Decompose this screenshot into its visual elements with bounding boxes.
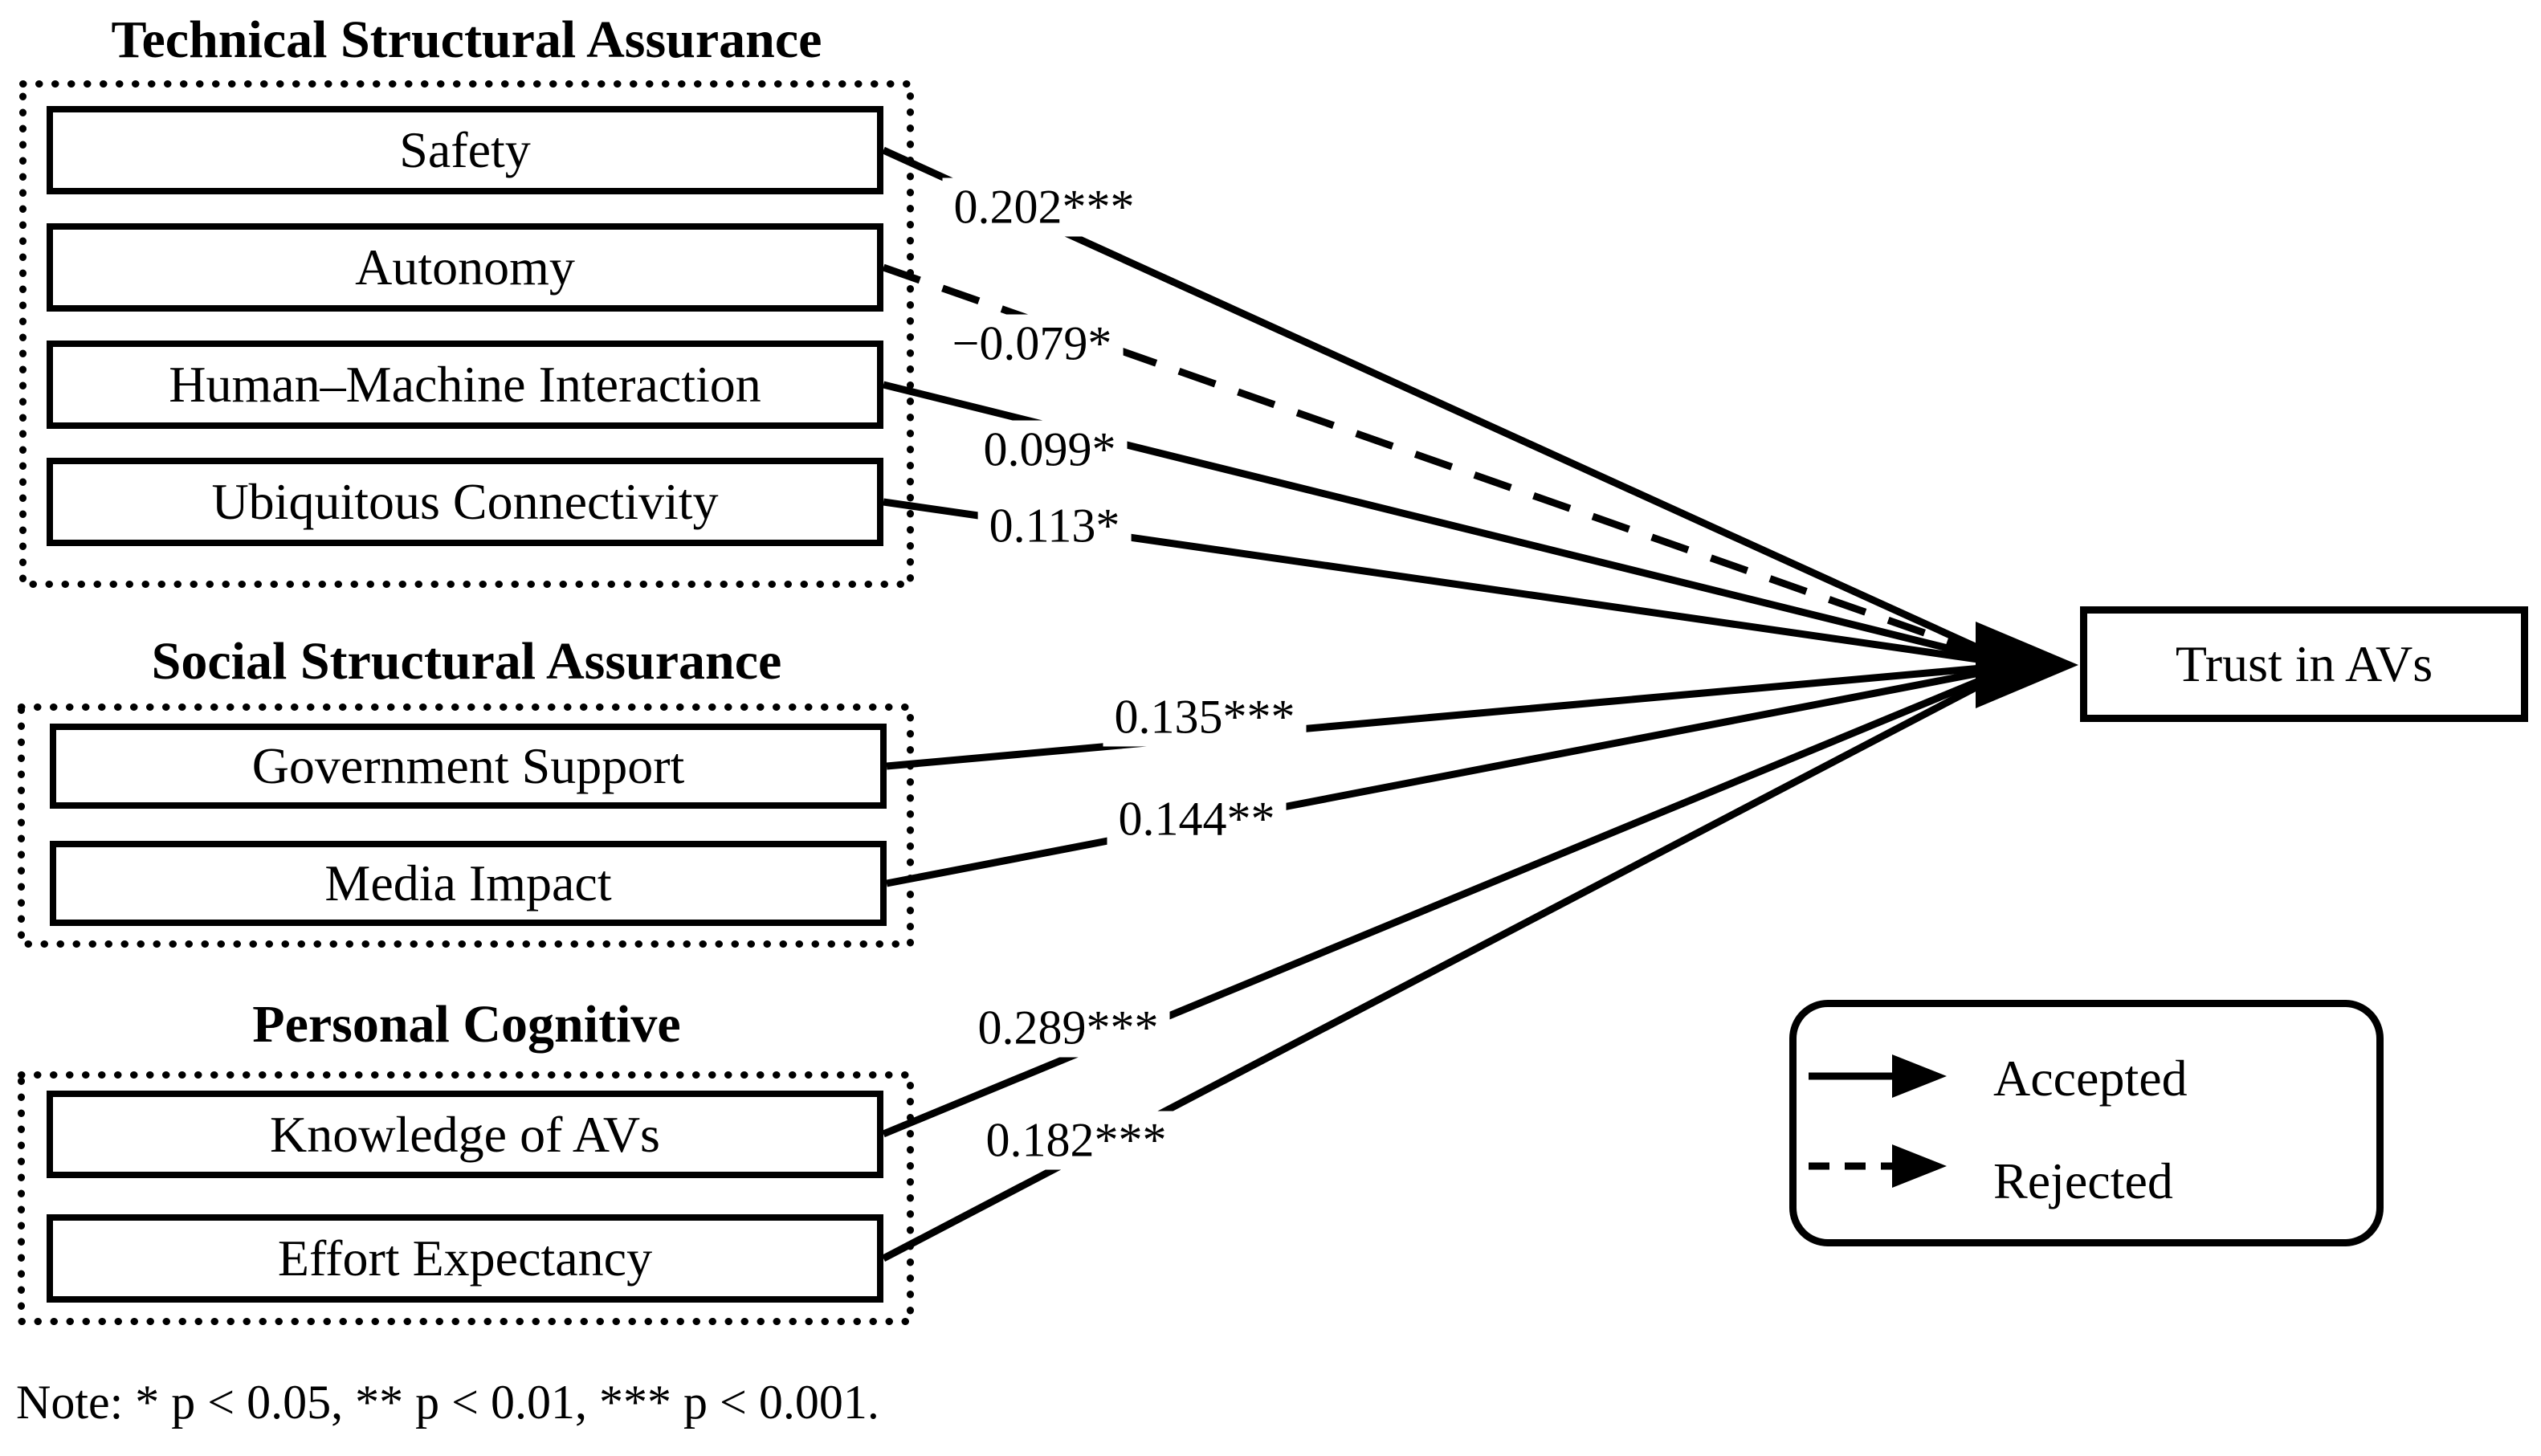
node-trust-in-avs-label: Trust in AVs xyxy=(2175,635,2433,692)
node-knowledge-of-avs: Knowledge of AVs xyxy=(47,1091,883,1178)
node-media-impact-label: Media Impact xyxy=(324,854,612,912)
node-effort-expectancy-label: Effort Expectancy xyxy=(277,1230,653,1287)
dotted-border-social xyxy=(18,704,914,948)
node-autonomy: Autonomy xyxy=(47,223,883,312)
node-human-machine-interaction-label: Human–Machine Interaction xyxy=(169,356,761,413)
node-safety: Safety xyxy=(47,106,883,194)
path-line-media-impact xyxy=(886,662,2018,887)
legend-rejected-label: Rejected xyxy=(1993,1152,2173,1209)
arrowhead-icon xyxy=(1976,622,2078,708)
coefficient-label-effort-expectancy: 0.182*** xyxy=(974,1111,1178,1170)
coefficient-label-knowledge-of-avs: 0.289*** xyxy=(966,998,1170,1058)
node-knowledge-of-avs-label: Knowledge of AVs xyxy=(270,1105,660,1163)
dotted-border-personal xyxy=(18,1071,914,1325)
path-line-government-support xyxy=(886,661,2018,770)
legend: Accepted Rejected xyxy=(1789,1000,2384,1246)
legend-solid-arrowhead-icon xyxy=(1892,1054,1947,1098)
legend-dashed-arrowhead-icon xyxy=(1892,1144,1947,1188)
node-ubiquitous-connectivity: Ubiquitous Connectivity xyxy=(47,458,883,546)
group-title-technical: Technical Structural Assurance xyxy=(111,10,822,69)
coefficient-label-ubiquitous-connectivity: 0.113* xyxy=(977,496,1132,556)
coefficient-label-autonomy: −0.079* xyxy=(940,314,1124,373)
node-safety-label: Safety xyxy=(399,121,531,178)
legend-accepted-label: Accepted xyxy=(1993,1050,2188,1107)
node-human-machine-interaction: Human–Machine Interaction xyxy=(47,341,883,429)
group-title-personal: Personal Cognitive xyxy=(252,995,681,1054)
node-trust-in-avs: Trust in AVs xyxy=(2080,606,2528,722)
coefficient-label-government-support: 0.135*** xyxy=(1103,687,1307,747)
dotted-border-technical xyxy=(19,80,914,588)
node-effort-expectancy: Effort Expectancy xyxy=(47,1214,883,1303)
node-ubiquitous-connectivity-label: Ubiquitous Connectivity xyxy=(211,473,719,530)
path-line-knowledge-of-avs xyxy=(882,662,2017,1138)
node-government-support-label: Government Support xyxy=(251,737,685,794)
node-autonomy-label: Autonomy xyxy=(355,239,575,296)
node-media-impact: Media Impact xyxy=(50,841,887,926)
coefficient-label-safety: 0.202*** xyxy=(942,177,1146,237)
coefficient-label-human-machine-interaction: 0.099* xyxy=(972,420,1128,479)
node-government-support: Government Support xyxy=(50,724,887,809)
group-title-social: Social Structural Assurance xyxy=(151,632,782,691)
coefficient-label-media-impact: 0.144** xyxy=(1107,789,1287,849)
significance-note: Note: * p < 0.05, ** p < 0.01, *** p < 0… xyxy=(16,1376,879,1429)
